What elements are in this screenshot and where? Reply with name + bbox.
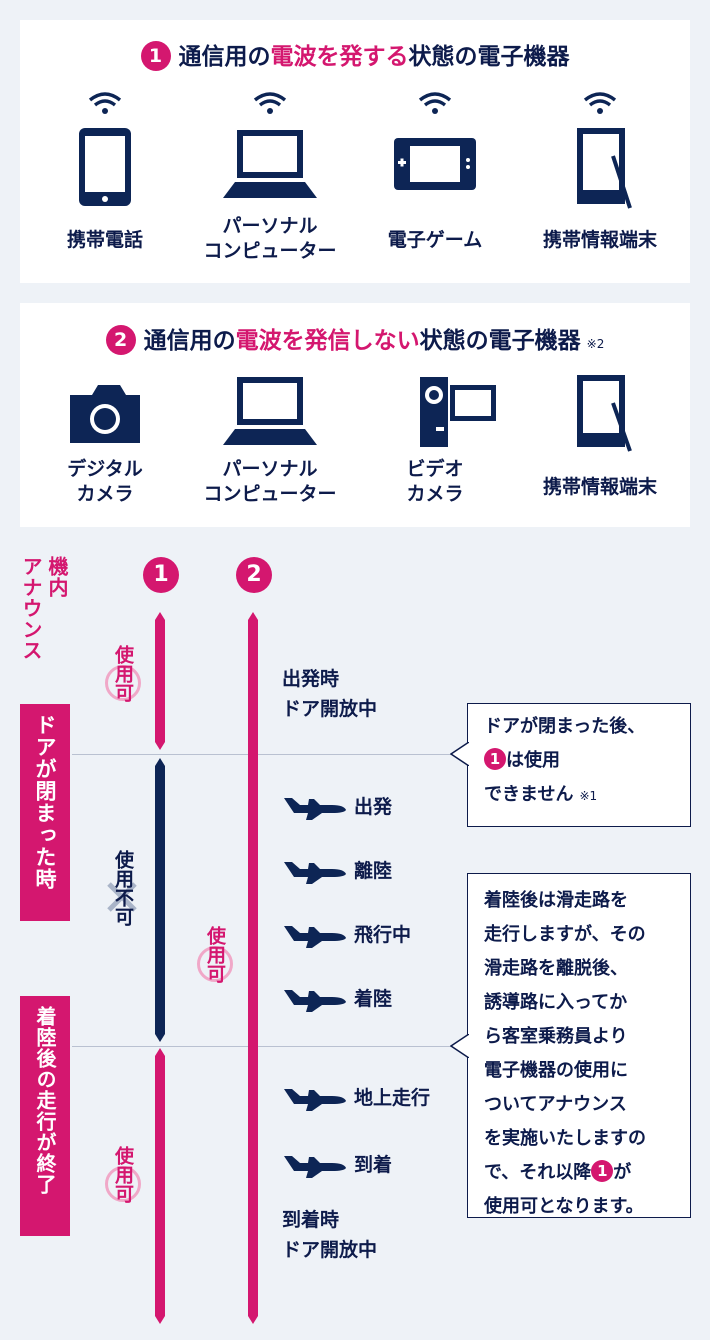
section2-number-badge: 2 xyxy=(105,325,136,355)
flight-step-takeoff: 離陸 xyxy=(282,854,392,884)
column-number-1: 1 xyxy=(143,557,179,593)
column1-bar-usable-arrival xyxy=(155,1048,165,1324)
device-pda: 携帯情報端末 xyxy=(515,373,685,523)
device-label: 電子ゲーム xyxy=(387,229,483,251)
tablet-stylus-icon xyxy=(577,375,632,452)
smartphone-icon xyxy=(79,128,131,206)
cross-mark-icon xyxy=(107,882,137,912)
device-pda: 携帯情報端末 xyxy=(515,90,685,280)
status-usable-column2: 使用可 xyxy=(204,926,226,983)
device-digital-camera: デジタル カメラ xyxy=(20,373,190,523)
video-camera-icon xyxy=(420,377,496,447)
airplane-icon xyxy=(284,798,346,820)
device-label: 携帯電話 xyxy=(66,229,143,251)
wifi-icon xyxy=(253,92,287,114)
device-label: パーソナル コンピューター xyxy=(203,215,337,262)
number-badge: 1 xyxy=(591,1160,614,1182)
column2-bar-usable xyxy=(248,612,258,1324)
tablet-stylus-icon xyxy=(577,128,632,209)
device-video-camera: ビデオ カメラ xyxy=(350,373,520,523)
device-laptop: パーソナル コンピューター xyxy=(185,90,355,280)
flight-step-arrival: 到着 xyxy=(282,1148,392,1178)
section1-number-badge: 1 xyxy=(140,41,171,71)
flight-step-landing: 着陸 xyxy=(282,982,392,1012)
arrival-door-open-text: 到着時 ドア開放中 xyxy=(282,1209,378,1261)
device-game: 電子ゲーム xyxy=(350,90,520,280)
section2-footnote-mark: ※2 xyxy=(586,337,605,351)
airplane-icon xyxy=(284,1089,346,1111)
usable-ring xyxy=(105,665,141,701)
status-unusable: 使用不可 xyxy=(112,850,134,926)
section2-emphasis: 電波を発信しない xyxy=(235,328,420,354)
callout-pointer xyxy=(450,742,469,766)
airplane-icon xyxy=(284,990,346,1012)
wifi-icon xyxy=(88,92,122,114)
laptop-icon xyxy=(223,130,317,198)
device-phone: 携帯電話 xyxy=(20,90,190,280)
airplane-icon xyxy=(284,862,346,884)
usable-ring xyxy=(197,946,233,982)
column1-bar-unusable xyxy=(155,758,165,1042)
section1-emphasis: 電波を発する xyxy=(270,44,409,70)
divider-door-closed xyxy=(72,754,467,755)
column1-bar-usable-departure xyxy=(155,612,165,750)
laptop-icon xyxy=(223,377,317,445)
flight-step-taxi: 地上走行 xyxy=(282,1081,430,1111)
device-label: 携帯情報端末 xyxy=(542,229,657,251)
departure-door-open-text: 出発時 ドア開放中 xyxy=(282,668,378,720)
airplane-icon xyxy=(284,926,346,948)
status-usable-departure: 使用可 xyxy=(112,645,134,702)
device-label: 携帯情報端末 xyxy=(542,476,657,498)
column-number-2: 2 xyxy=(236,557,272,593)
wifi-icon xyxy=(583,92,617,114)
number-badge: 1 xyxy=(484,748,506,770)
airplane-icon xyxy=(284,1156,346,1178)
device-laptop: パーソナル コンピューター xyxy=(185,373,355,523)
wifi-icon xyxy=(418,92,452,114)
flight-step-departure: 出発 xyxy=(282,790,392,820)
device-label: デジタル カメラ xyxy=(67,458,143,505)
divider-after-landing xyxy=(72,1046,467,1047)
usable-ring xyxy=(105,1166,141,1202)
camera-icon xyxy=(70,385,140,443)
announce-label: 機内 アナウンス xyxy=(19,556,69,661)
device-label: パーソナル コンピューター xyxy=(203,458,337,505)
device-label: ビデオ カメラ xyxy=(406,458,464,505)
status-usable-arrival: 使用可 xyxy=(112,1146,134,1203)
flight-step-inflight: 飛行中 xyxy=(282,918,411,948)
game-console-icon xyxy=(394,138,476,190)
sidebar-after-landing: 着陸後の走行が終了 xyxy=(20,996,70,1236)
callout-after-landing: 着陸後は滑走路を 走行しますが、その 滑走路を離脱後、 誘導路に入ってか ら客室… xyxy=(467,873,691,1218)
sidebar-door-closed: ドアが閉まった時 xyxy=(20,704,70,921)
callout-pointer xyxy=(450,1034,469,1058)
